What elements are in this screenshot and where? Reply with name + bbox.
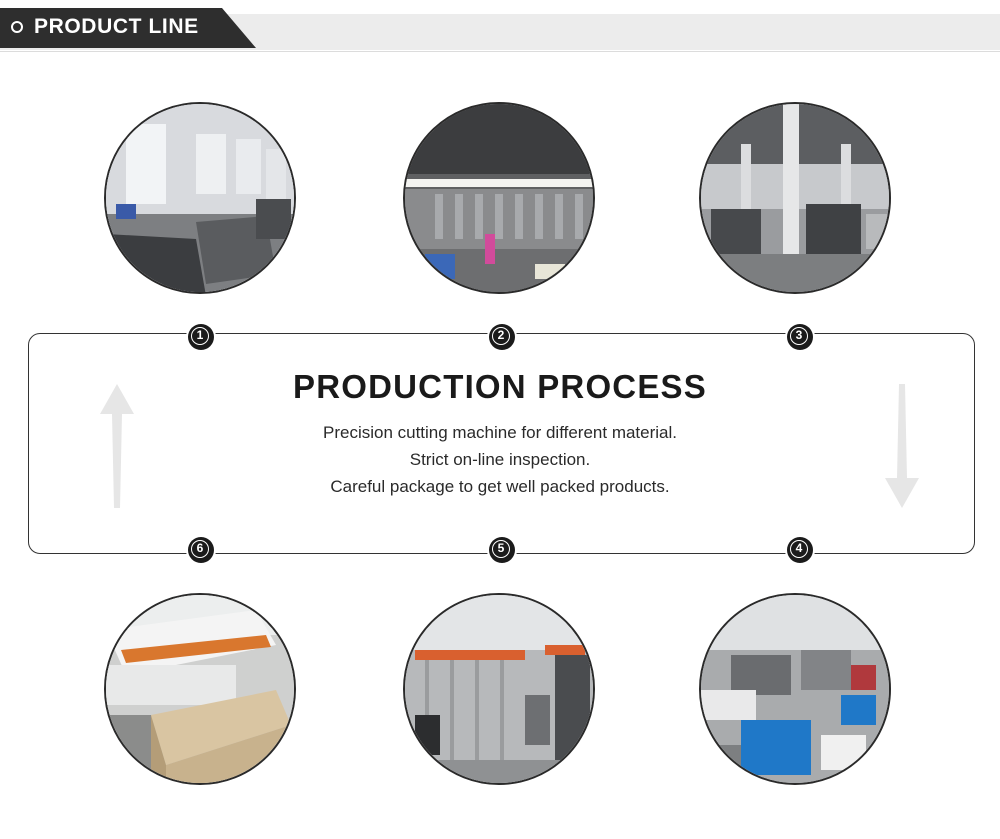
step-4-photo [699, 593, 891, 785]
process-line-2: Strict on-line inspection. [409, 450, 591, 469]
process-line-3: Careful package to get well packed produ… [330, 477, 670, 496]
step-5-number: 5 [492, 540, 510, 558]
step-3-number: 3 [790, 327, 808, 345]
step-3-photo [699, 102, 891, 294]
step-3-badge: 3 [787, 324, 813, 350]
section-title: PRODUCT LINE [34, 15, 199, 38]
step-4-number: 4 [790, 540, 808, 558]
step-2-badge: 2 [489, 324, 515, 350]
circle-bullet-icon [11, 21, 23, 33]
header-divider [0, 51, 1000, 52]
header-tab [0, 8, 256, 48]
step-2-number: 2 [492, 327, 510, 345]
step-6-photo [104, 593, 296, 785]
step-4-badge: 4 [787, 537, 813, 563]
step-6-number: 6 [191, 540, 209, 558]
step-6-badge: 6 [188, 537, 214, 563]
step-1-number: 1 [191, 327, 209, 345]
process-title: PRODUCTION PROCESS [293, 368, 707, 405]
process-box [28, 333, 975, 554]
process-line-1: Precision cutting machine for different … [322, 423, 678, 442]
step-1-badge: 1 [188, 324, 214, 350]
step-5-badge: 5 [489, 537, 515, 563]
arrow-up-icon [100, 384, 134, 508]
step-1-photo [104, 102, 296, 294]
step-2-photo [403, 102, 595, 294]
step-5-photo [403, 593, 595, 785]
arrow-down-icon [885, 384, 919, 508]
